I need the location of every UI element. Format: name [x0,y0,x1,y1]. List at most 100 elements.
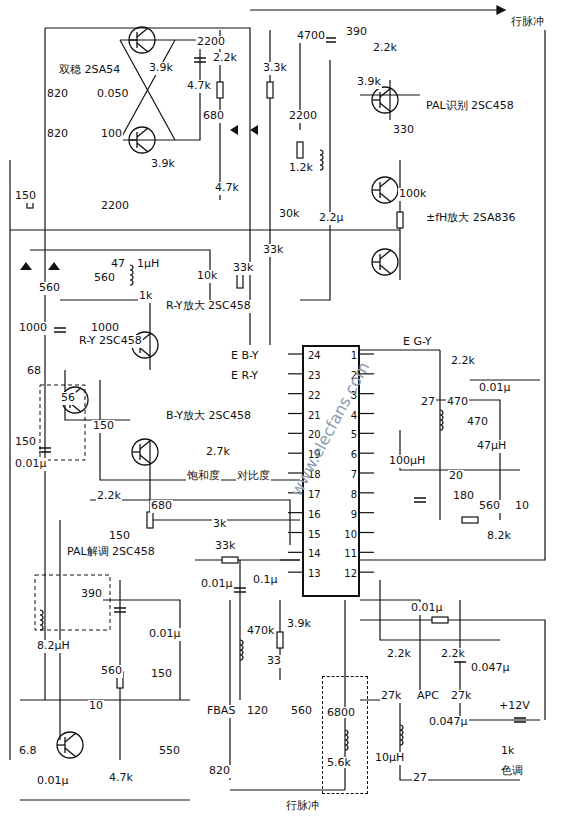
signal-name: FBAS [206,705,236,718]
component-value: 560 [478,500,501,513]
component-value: 330 [392,124,415,137]
component-value: 2.2k [212,52,238,65]
pin-number: 21 [308,411,321,421]
pin-number: 16 [308,510,321,520]
component-value: R-Y 2SC458 [78,335,143,348]
component-value: 2.7k [205,446,231,459]
passive-symbols [20,10,526,750]
component-value: 100 [100,128,123,141]
component-value: 150 [150,668,173,681]
component-value: 0.1μ [252,574,279,587]
component-value: 6800 [327,707,355,718]
pin-number: 17 [308,490,321,500]
component-value: 2200 [196,36,226,49]
signal-name: E B-Y [230,350,259,363]
pin-number: 23 [308,371,321,381]
component-value: 390 [80,588,103,601]
component-value: 10 [514,500,530,513]
signal-name: +12V [498,700,531,713]
component-value: 4.7k [108,772,134,785]
component-value: 27 [412,772,428,785]
component-value: 33k [262,244,284,257]
component-value: 1k [500,745,515,758]
component-value: 4700 [296,30,326,43]
transistor-symbols [57,27,398,758]
component-value: 33k [232,262,254,275]
pin-number: 13 [308,569,321,579]
component-value: 20 [448,470,464,483]
part-name: B-Y放大 2SC458 [165,410,252,423]
component-value: 1μH [136,258,160,271]
part-name: 双稳 2SA54 [58,64,121,77]
pin-number: 14 [308,549,321,559]
component-value: 30k [278,208,300,221]
component-value: 0.01μ [478,382,512,395]
part-name: 行脉冲 [510,16,545,29]
component-value: 2.2μ [318,212,345,225]
component-value: 3.9k [148,62,174,75]
component-value: 470 [446,396,469,409]
pin-number: 4 [351,411,357,421]
component-value: 2.2k [96,490,122,503]
component-value: 4.7k [186,80,212,93]
signal-name: E G-Y [402,336,432,349]
component-value: 27k [450,690,472,703]
pin-number: 10 [344,530,357,540]
pin-number: 7 [351,470,357,480]
component-value: 0.047μ [428,716,469,729]
component-value: 0.047μ [470,662,511,675]
part-name: ±fH放大 2SA836 [425,212,517,225]
component-value: 0.050 [96,88,130,101]
component-value: 680 [150,500,173,513]
component-value: 3.9k [150,158,176,171]
pin-number: 24 [308,351,321,361]
signal-name: E R-Y [230,370,259,383]
component-value: 100k [398,188,427,201]
component-value: 120 [246,705,269,718]
component-value: 2.2k [372,42,398,55]
component-value: 3.9k [356,76,382,89]
component-value: 470k [246,625,275,638]
component-value: 560 [100,665,123,678]
pin-number: 12 [344,569,357,579]
component-value: 8.2μH [36,640,71,653]
component-value: 560 [290,705,313,718]
component-value: 1000 [18,322,48,335]
component-value: 2.2k [450,355,476,368]
component-value: 680 [202,110,225,123]
component-value: 4.7k [214,182,240,195]
pin-number: 11 [344,549,357,559]
component-value: 560 [38,282,61,295]
part-name: R-Y放大 2SC458 [165,300,252,313]
component-value: 550 [158,745,181,758]
component-value: 27 [420,396,436,409]
pin-number: 6 [351,450,357,460]
component-value: 820 [208,765,231,778]
component-value: 27k [380,690,402,703]
component-value: 10k [196,270,218,283]
component-value: 150 [92,420,115,433]
component-value: 3k [212,518,227,531]
component-value: 33 [266,655,282,668]
component-value: 820 [46,88,69,101]
component-value: 2200 [100,200,130,213]
part-name: PAL解调 2SC458 [66,546,156,559]
pin-number: 22 [308,391,321,401]
component-value: 180 [452,490,475,503]
pin-number: 8 [351,490,357,500]
component-value: 2200 [288,110,318,123]
part-name: PAL识别 2SC458 [425,100,515,113]
component-value: 0.01μ [410,602,444,615]
component-value: 560 [93,272,116,285]
component-value: 2.2k [386,648,412,661]
component-value: 820 [46,128,69,141]
component-value: 0.01μ [14,458,48,471]
component-value: 56 [60,392,76,405]
component-value: 10μH [374,752,405,765]
component-value: 150 [14,436,37,449]
component-value: 0.01μ [148,628,182,641]
component-value: 1k [138,290,153,303]
component-value: 1000 [90,322,120,335]
component-value: 0.01μ [36,775,70,788]
